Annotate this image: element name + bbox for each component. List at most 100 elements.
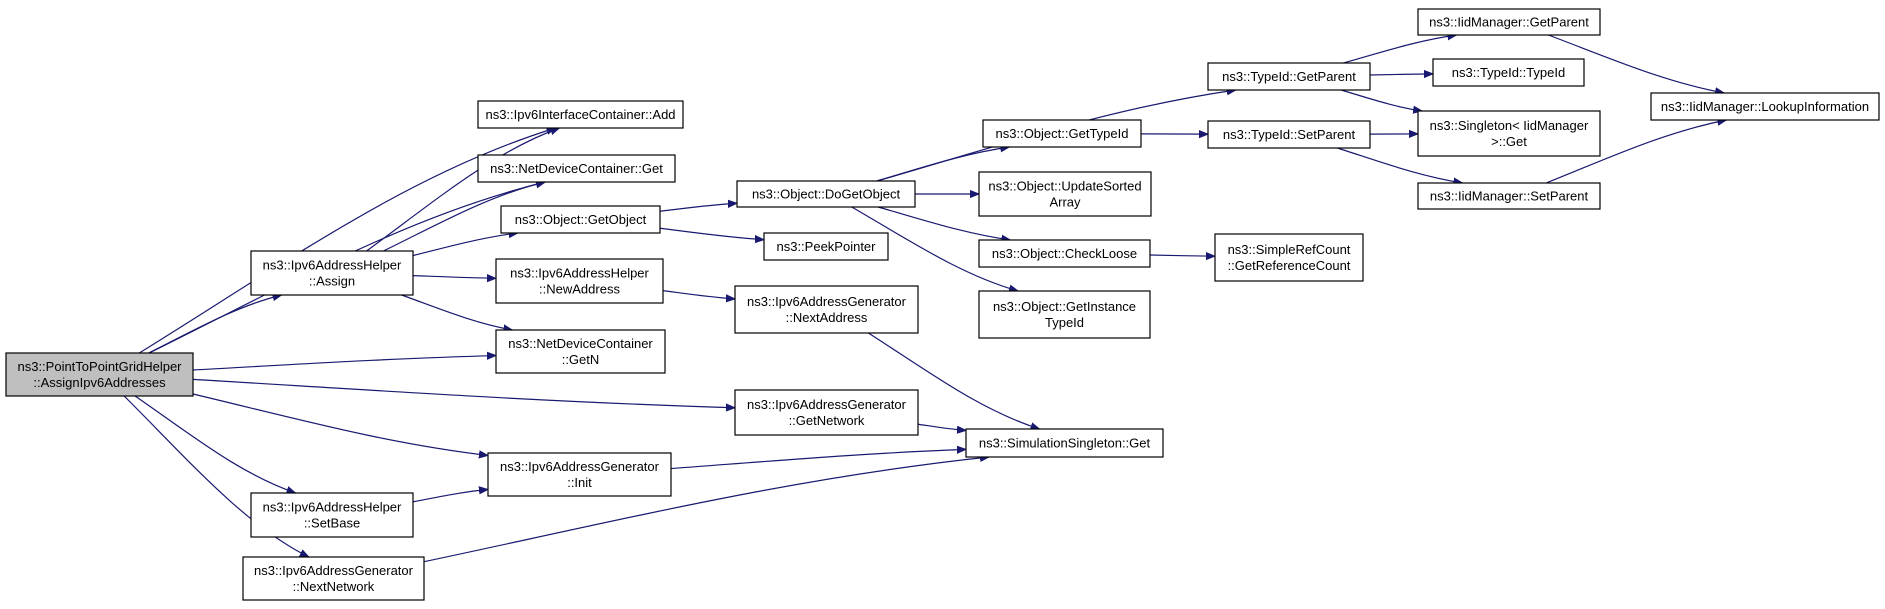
node-box[interactable] [1214,233,1364,282]
node-box[interactable] [1417,182,1601,210]
node-label: ::NextNetwork [293,579,375,594]
edge-ipv6ag_nextaddr-to-simsingleton_get [868,332,1039,429]
edge-iidm_setparent-to-iidm_lookup [1545,120,1726,184]
node-label: ns3::Ipv6AddressGenerator [500,459,660,474]
node-label: ns3::IidManager::SetParent [1430,189,1589,204]
edge-obj_dogetobject-to-obj_checkloose [877,206,1010,240]
node-ipv6ah-assign[interactable]: ns3::Ipv6AddressHelper::Assign [250,250,414,296]
node-simplerefcount[interactable]: ns3::SimpleRefCount::GetReferenceCount [1214,233,1364,282]
node-ndc-get[interactable]: ns3::NetDeviceContainer::Get [477,154,676,183]
node-ipv6ah-newaddr[interactable]: ns3::Ipv6AddressHelper::NewAddress [495,258,664,304]
node-box[interactable] [250,250,414,296]
node-box[interactable] [734,285,919,334]
node-obj-gettypeid[interactable]: ns3::Object::GetTypeId [982,119,1142,148]
node-box[interactable] [250,492,414,538]
node-box[interactable] [1417,8,1601,36]
node-label: ns3::TypeId::GetParent [1222,69,1356,84]
node-box[interactable] [1207,120,1371,149]
node-label: TypeId [1045,315,1084,330]
node-typeid-getparent[interactable]: ns3::TypeId::GetParent [1207,62,1371,91]
node-label: ::Assign [309,274,355,289]
edge-root-to-ipv6ag_getnet [192,378,735,407]
node-box[interactable] [5,352,194,397]
edge-typeid_setparent-to-iidm_setparent [1337,147,1462,183]
node-label: ns3::SimulationSingleton::Get [979,436,1151,451]
edge-root-to-ipv6ah_setbase [134,395,296,493]
node-root[interactable]: ns3::PointToPointGridHelper::AssignIpv6A… [5,352,194,397]
node-ndc-getn[interactable]: ns3::NetDeviceContainer::GetN [495,329,666,374]
edge-ipv6ah_assign-to-ndc_getn [401,294,513,330]
node-obj-checkloose[interactable]: ns3::Object::CheckLoose [978,239,1151,268]
node-simsingleton-get[interactable]: ns3::SimulationSingleton::Get [965,428,1164,458]
node-ipv6ag-init[interactable]: ns3::Ipv6AddressGenerator::Init [487,452,672,497]
node-box[interactable] [1432,58,1585,87]
edge-ipv6ag_getnet-to-simsingleton_get [917,423,966,430]
node-box[interactable] [1417,110,1601,157]
node-box[interactable] [982,119,1142,148]
node-label: ns3::Ipv6AddressGenerator [747,397,907,412]
node-label: ns3::Ipv6AddressGenerator [747,294,907,309]
node-peekpointer[interactable]: ns3::PeekPointer [763,232,889,261]
node-obj-getobject[interactable]: ns3::Object::GetObject [500,205,661,234]
node-box[interactable] [736,180,916,208]
node-label: ns3::IidManager::LookupInformation [1661,99,1869,114]
node-singleton-get[interactable]: ns3::Singleton< IidManager >::Get [1417,110,1601,157]
node-box[interactable] [763,232,889,261]
node-box[interactable] [1650,92,1880,121]
edge-typeid_getparent-to-typeid_typeid [1369,74,1433,75]
node-box[interactable] [477,100,684,129]
node-iidm-lookup[interactable]: ns3::IidManager::LookupInformation [1650,92,1880,121]
node-box[interactable] [477,154,676,183]
node-label: >::Get [1491,134,1527,149]
node-label: ns3::Object::UpdateSorted [988,179,1141,194]
node-label: ns3::PointToPointGridHelper [17,359,182,374]
node-label: ns3::SimpleRefCount [1228,242,1351,257]
edge-root-to-ipv6ag_nextnet [123,395,309,557]
edge-obj_dogetobject-to-obj_gettypeid [876,147,1010,182]
node-box[interactable] [500,205,661,234]
node-ipv6ag-getnet[interactable]: ns3::Ipv6AddressGenerator::GetNetwork [734,389,919,436]
node-label: ns3::Ipv6AddressHelper [263,258,402,273]
edge-root-to-ndc_getn [192,356,496,371]
node-label: ::NewAddress [539,282,620,297]
node-iidm-setparent[interactable]: ns3::IidManager::SetParent [1417,182,1601,210]
node-ipv6ag-nextnet[interactable]: ns3::Ipv6AddressGenerator::NextNetwork [242,556,425,601]
node-box[interactable] [734,389,919,436]
node-label: ns3::NetDeviceContainer [508,336,653,351]
node-box[interactable] [487,452,672,497]
node-box[interactable] [1207,62,1371,91]
edge-ipv6ah_assign-to-obj_getobject [412,233,518,257]
node-label: ns3::NetDeviceContainer::Get [490,161,663,176]
node-ipv6ic-add[interactable]: ns3::Ipv6InterfaceContainer::Add [477,100,684,129]
edge-typeid_getparent-to-singleton_get [1340,89,1422,111]
node-typeid-setparent[interactable]: ns3::TypeId::SetParent [1207,120,1371,149]
node-label: ns3::Object::GetInstance [993,299,1136,314]
node-box[interactable] [495,258,664,304]
node-box[interactable] [978,239,1151,268]
node-box[interactable] [495,329,666,374]
node-iidm-getparent[interactable]: ns3::IidManager::GetParent [1417,8,1601,36]
node-typeid-typeid[interactable]: ns3::TypeId::TypeId [1432,58,1585,87]
edge-ipv6ag_init-to-simsingleton_get [670,449,966,470]
edge-obj_dogetobject-to-obj_getinstance [851,206,1018,291]
node-obj-dogetobject[interactable]: ns3::Object::DoGetObject [736,180,916,208]
node-ipv6ah-setbase[interactable]: ns3::Ipv6AddressHelper::SetBase [250,492,414,538]
edge-ipv6ag_nextnet-to-simsingleton_get [423,457,989,563]
node-label: ns3::Ipv6AddressHelper [510,266,649,281]
node-box[interactable] [978,290,1151,339]
edge-obj_getobject-to-peekpointer [659,227,764,239]
edge-root-to-ipv6ic_add [138,128,555,354]
edge-obj_getobject-to-obj_dogetobject [659,203,737,212]
node-box[interactable] [965,428,1164,458]
node-label: Array [1049,195,1081,210]
edge-ipv6ah_assign-to-ipv6ic_add [366,128,559,252]
node-ipv6ag-nextaddr[interactable]: ns3::Ipv6AddressGenerator::NextAddress [734,285,919,334]
node-label: ns3::PeekPointer [776,239,876,254]
node-label: ::GetNetwork [789,413,865,428]
node-label: ::Init [567,475,592,490]
node-box[interactable] [978,171,1152,217]
node-box[interactable] [242,556,425,601]
edges-layer [123,35,1726,563]
